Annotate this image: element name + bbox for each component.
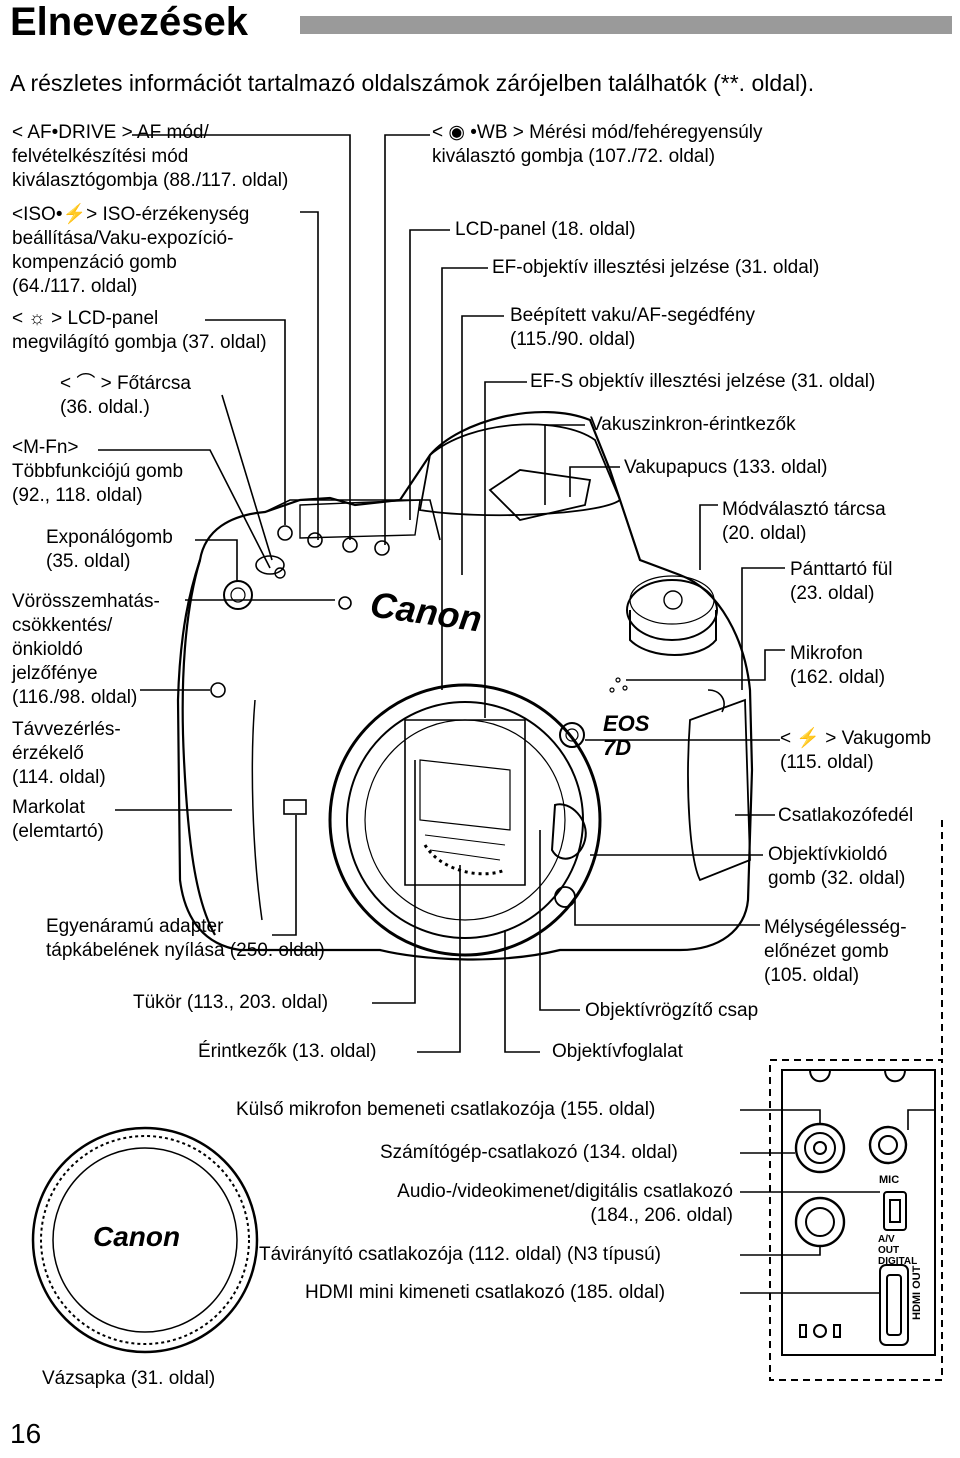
title-rule xyxy=(300,16,952,34)
label-hdmi: HDMI mini kimeneti csatlakozó (185. olda… xyxy=(305,1282,666,1303)
label-mfn: <M-Fn> Többfunkciójú gomb (92., 118. old… xyxy=(12,437,184,506)
label-shutter: Exponálógomb (35. oldal) xyxy=(46,527,173,572)
lens-release-shape xyxy=(550,803,587,860)
terminal-cover-shape xyxy=(687,698,751,882)
label-contacts: Érintkezők (13. oldal) xyxy=(198,1041,377,1062)
label-lens-mount: Objektívfoglalat xyxy=(552,1041,683,1062)
label-af-drive: < AF•DRIVE > AF mód/ felvételkészítési m… xyxy=(12,122,289,191)
label-terminal-cover: Csatlakozófedél xyxy=(778,805,914,826)
label-lcd-illum: < ☼ > LCD-panel megvilágító gombja (37. … xyxy=(12,308,267,353)
label-flash-af: Beépített vaku/AF-segédfény (115./90. ol… xyxy=(510,305,756,350)
label-lock-pin: Objektívrögzítő csap xyxy=(585,1000,759,1021)
label-ext-mic: Külső mikrofon bemeneti csatlakozója (15… xyxy=(236,1099,656,1120)
label-iso-flash: <ISO•⚡> ISO-érzékenység beállítása/Vaku-… xyxy=(12,204,250,297)
label-efs-mark: EF-S objektív illesztési jelzése (31. ol… xyxy=(530,371,876,392)
label-mirror: Tükör (113., 203. oldal) xyxy=(133,992,329,1013)
label-av-out: Audio-/videokimenet/digitális csatlakozó… xyxy=(397,1181,733,1226)
port-av-label: A/V OUT DIGITAL xyxy=(878,1234,918,1267)
camera-model: EOS 7D xyxy=(603,711,650,760)
label-lcd-panel: LCD-panel (18. oldal) xyxy=(455,219,636,240)
page-number: 16 xyxy=(10,1418,42,1449)
label-pc-terminal: Számítógép-csatlakozó (134. oldal) xyxy=(380,1142,678,1163)
label-metering-wb: < ◉ •WB > Mérési mód/fehéregyensúly kivá… xyxy=(432,122,763,167)
label-remote-sensor: Távvezérlés- érzékelő (114. oldal) xyxy=(12,719,121,788)
shutter-button-shape xyxy=(223,580,253,610)
port-mic-label: MIC xyxy=(879,1174,900,1186)
body-cap-brand: Canon xyxy=(93,1221,181,1252)
label-hotshoe: Vakupapucs (133. oldal) xyxy=(624,457,828,478)
label-mode-dial: Módválasztó tárcsa (20. oldal) xyxy=(722,499,886,544)
page-title: Elnevezések xyxy=(10,0,248,44)
label-flash-button: < ⚡ > Vakugomb (115. oldal) xyxy=(780,728,932,773)
label-redeye: Vörösszemhatás- csökkentés/ önkioldó jel… xyxy=(12,591,160,708)
label-ef-mark: EF-objektív illesztési jelzése (31. olda… xyxy=(492,257,820,278)
hotshoe-shape xyxy=(488,469,592,521)
label-flash-sync: Vakuszinkron-érintkezők xyxy=(590,414,796,435)
body-cap xyxy=(31,1126,259,1354)
mirror-shape xyxy=(419,759,511,831)
label-main-dial: < ⌒ > Főtárcsa (36. oldal.) xyxy=(60,373,191,418)
label-grip: Markolat (elemtartó) xyxy=(12,797,104,842)
port-hdmi-label: HDMI OUT xyxy=(911,1265,923,1320)
label-microphone: Mikrofon (162. oldal) xyxy=(790,643,886,688)
lens-mount-shape xyxy=(328,683,602,957)
page-subtitle: A részletes információt tartalmazó oldal… xyxy=(10,70,815,96)
grip-outline xyxy=(181,559,216,936)
label-lens-release: Objektívkioldó gomb (32. oldal) xyxy=(768,844,906,889)
label-dof-preview: Mélységélesség- előnézet gomb (105. olda… xyxy=(764,917,907,986)
label-dc-coupler: Egyenáramú adapter tápkábelének nyílása … xyxy=(46,916,325,961)
label-strap: Pánttartó fül (23. oldal) xyxy=(790,559,893,604)
port-panel xyxy=(781,1069,936,1356)
camera-brand: Canon xyxy=(367,583,485,640)
label-remote-terminal: Távirányító csatlakozója (112. oldal) (N… xyxy=(259,1244,661,1265)
label-body-cap: Vázsapka (31. oldal) xyxy=(42,1368,216,1389)
lcd-panel-shape xyxy=(299,499,421,539)
mode-dial-shape xyxy=(626,579,718,641)
